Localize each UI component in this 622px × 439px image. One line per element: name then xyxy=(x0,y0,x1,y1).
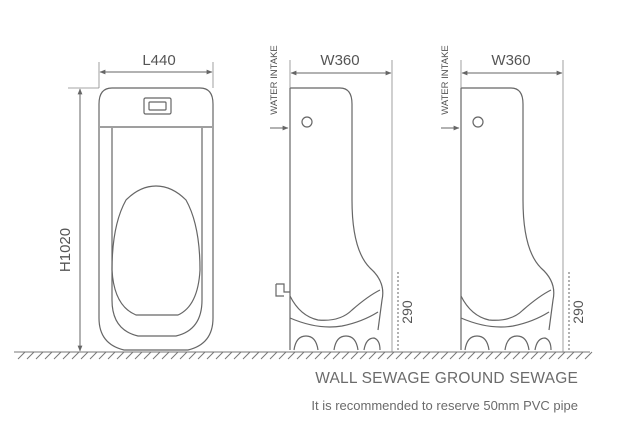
width-label-2: W360 xyxy=(491,52,530,69)
ground-hatch-mark xyxy=(503,351,512,360)
ground-hatch-mark xyxy=(467,351,476,360)
outlet-height-label-1: 290 xyxy=(399,300,415,324)
ground-hatch-mark xyxy=(485,351,494,360)
ground-hatch-mark xyxy=(26,351,35,360)
ground-hatch-mark xyxy=(242,351,251,360)
ground-hatch-mark xyxy=(62,351,71,360)
ground-hatch-mark xyxy=(143,351,152,360)
ground-hatch-mark xyxy=(125,351,134,360)
side-view-ground-sewage xyxy=(460,87,555,351)
ground-hatch-mark xyxy=(161,351,170,360)
water-intake-label-1: WATER INTAKE xyxy=(269,45,280,115)
ground-hatch-mark xyxy=(116,351,125,360)
sewage-types-caption: WALL SEWAGE GROUND SEWAGE xyxy=(315,370,578,387)
ground-hatch-mark xyxy=(107,351,116,360)
ground-hatch-mark xyxy=(476,351,485,360)
ground-hatch-mark xyxy=(278,351,287,360)
ground-hatch-mark xyxy=(539,351,548,360)
ground-hatch-mark xyxy=(557,351,566,360)
ground-hatch-mark xyxy=(53,351,62,360)
ground-hatch-mark xyxy=(548,351,557,360)
ground-hatch-mark xyxy=(566,351,575,360)
ground-hatch-mark xyxy=(368,351,377,360)
side-view-1-dimensions: W360 290 WATER INTAKE xyxy=(269,45,415,352)
ground-hatch-mark xyxy=(89,351,98,360)
ground-hatch-mark xyxy=(332,351,341,360)
ground-hatch-mark xyxy=(305,351,314,360)
ground-hatch-mark xyxy=(224,351,233,360)
ground-hatch-mark xyxy=(179,351,188,360)
ground-hatch-mark xyxy=(521,351,530,360)
side-view-2-dimensions: W360 290 WATER INTAKE xyxy=(440,45,586,352)
ground-hatch-mark xyxy=(71,351,80,360)
ground-hatch-mark xyxy=(494,351,503,360)
ground-hatch-mark xyxy=(35,351,44,360)
ground-hatch-mark xyxy=(215,351,224,360)
ground-hatch-mark xyxy=(44,351,53,360)
ground-hatch-mark xyxy=(80,351,89,360)
ground-hatch-mark xyxy=(359,351,368,360)
ground-hatch-mark xyxy=(17,351,26,360)
ground-hatch-mark xyxy=(431,351,440,360)
ground-hatch-mark xyxy=(251,351,260,360)
width-label-1: W360 xyxy=(320,52,359,69)
ground-hatch-mark xyxy=(350,351,359,360)
ground-hatch-mark xyxy=(206,351,215,360)
ground-hatch-mark xyxy=(233,351,242,360)
ground-hatch-mark xyxy=(197,351,206,360)
ground-hatch-mark xyxy=(269,351,278,360)
ground-hatch-mark xyxy=(575,351,584,360)
recommendation-caption: It is recommended to reserve 50mm PVC pi… xyxy=(311,398,578,413)
ground-hatch-mark xyxy=(341,351,350,360)
dimension-length: L440 xyxy=(98,52,214,88)
ground-hatch-mark xyxy=(386,351,395,360)
ground-hatch-mark xyxy=(323,351,332,360)
ground-hatch-mark xyxy=(170,351,179,360)
ground-hatch-mark xyxy=(413,351,422,360)
water-intake-label-2: WATER INTAKE xyxy=(440,45,451,115)
height-label: H1020 xyxy=(57,228,74,272)
ground-hatch-mark xyxy=(287,351,296,360)
ground-hatch-mark xyxy=(512,351,521,360)
ground-hatch-mark xyxy=(98,351,107,360)
ground-hatch-mark xyxy=(314,351,323,360)
ground-hatch-mark xyxy=(458,351,467,360)
side-view-wall-sewage xyxy=(275,87,384,351)
ground-hatch-mark xyxy=(188,351,197,360)
ground-hatch-mark xyxy=(395,351,404,360)
ground-line xyxy=(14,351,593,360)
ground-hatch-mark xyxy=(404,351,413,360)
dimension-height: H1020 xyxy=(57,87,99,352)
front-view-urinal xyxy=(98,87,214,351)
ground-hatch-mark xyxy=(377,351,386,360)
ground-hatch-mark xyxy=(134,351,143,360)
ground-hatch-mark xyxy=(449,351,458,360)
ground-hatch-mark xyxy=(296,351,305,360)
ground-hatch-mark xyxy=(152,351,161,360)
ground-hatch-mark xyxy=(422,351,431,360)
ground-hatch-mark xyxy=(530,351,539,360)
ground-hatch-mark xyxy=(260,351,269,360)
length-label: L440 xyxy=(142,52,175,69)
outlet-height-label-2: 290 xyxy=(570,300,586,324)
ground-hatch-mark xyxy=(584,351,593,360)
ground-hatch-mark xyxy=(440,351,449,360)
